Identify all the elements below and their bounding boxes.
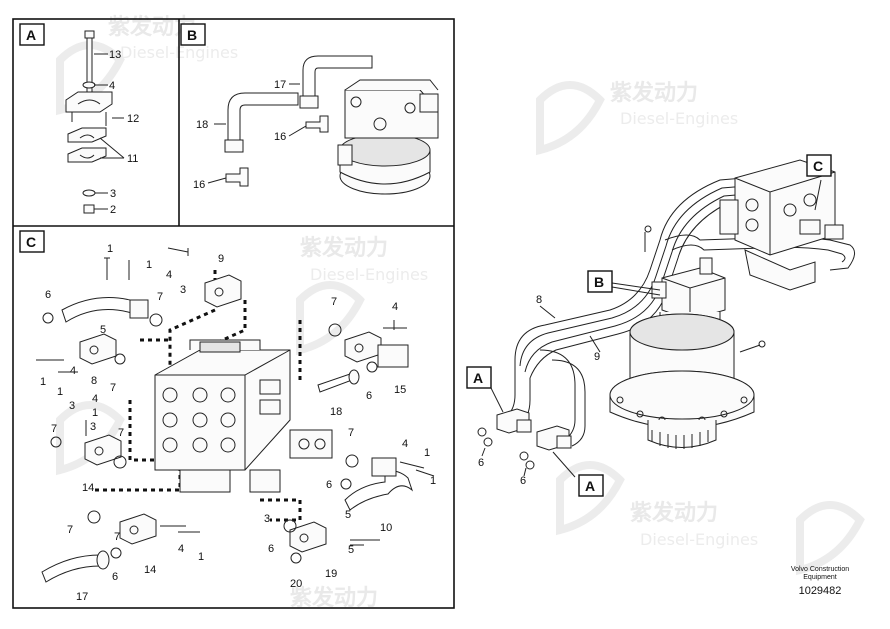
svg-text:A: A (585, 478, 595, 494)
part-number-label: 6 (268, 543, 274, 555)
part-number-label: 16 (193, 179, 205, 191)
part-number-label: 1 (40, 376, 46, 388)
part-number-label: 17 (274, 79, 286, 91)
watermark-text-cn: 紫发动力 (290, 585, 378, 611)
footer-line1: Volvo Construction (790, 566, 850, 573)
panel-a-drawing (65, 30, 125, 214)
svg-text:A: A (473, 370, 483, 386)
detail-frame (12, 18, 455, 609)
part-number-label: 4 (92, 393, 98, 405)
part-number-label: 6 (45, 289, 51, 301)
watermark-text-cn: 紫发动力 (610, 80, 698, 106)
part-number-label: 1 (424, 447, 430, 459)
part-number-label: 8 (536, 294, 542, 306)
part-number-label: 4 (178, 543, 184, 555)
callout-c: C (806, 154, 832, 177)
part-number-label: 15 (394, 384, 406, 396)
part-number-label: 7 (331, 296, 337, 308)
watermark-text-cn: 紫发动力 (300, 235, 388, 261)
part-number-label: 6 (326, 479, 332, 491)
watermark: 紫发动力 Diesel-Engines 紫发动力 Diesel-Engines … (56, 14, 865, 611)
part-number-label: 17 (76, 591, 88, 603)
part-number-label: 7 (51, 423, 57, 435)
part-number-label: 3 (110, 188, 116, 200)
part-number-label: 3 (180, 284, 186, 296)
part-number-label: 7 (348, 427, 354, 439)
panel-label-b: B (180, 23, 206, 46)
part-number-label: 12 (127, 113, 139, 125)
svg-text:B: B (187, 27, 197, 43)
part-number-label: 3 (69, 400, 75, 412)
part-number-label: 7 (67, 524, 73, 536)
part-number-label: 4 (166, 269, 172, 281)
part-number-label: 7 (157, 291, 163, 303)
watermark-text-cn: 紫发动力 (630, 500, 718, 526)
part-number-label: 7 (118, 427, 124, 439)
callout-a: A (578, 474, 604, 497)
panel-b-drawing (207, 55, 439, 195)
part-number-label: 18 (196, 119, 208, 131)
footer-credit: Volvo Construction Equipment (782, 566, 858, 582)
part-number-label: 3 (90, 421, 96, 433)
part-number-label: 11 (127, 153, 138, 165)
part-number-label: 4 (402, 438, 408, 450)
part-number-label: 14 (144, 564, 156, 576)
watermark-text-en: Diesel-Engines (310, 265, 428, 284)
part-number-label: 1 (107, 243, 113, 255)
part-number-label: 6 (112, 571, 118, 583)
svg-text:B: B (594, 274, 604, 290)
diagram-number: 1029482 (798, 585, 842, 597)
part-number-label: 20 (290, 578, 302, 590)
part-number-label: 7 (110, 382, 116, 394)
callout-a: A (466, 366, 492, 389)
panel-label-a: A (19, 23, 45, 46)
part-number-label: 18 (330, 406, 342, 418)
part-number-label: 6 (366, 390, 372, 402)
part-number-label: 5 (100, 324, 106, 336)
part-number-label: 7 (114, 531, 120, 543)
svg-text:C: C (26, 234, 36, 250)
part-number-label: 1 (92, 407, 98, 419)
watermark-text-en: Diesel-Engines (640, 530, 758, 549)
part-number-label: 14 (82, 482, 94, 494)
part-number-label: 8 (91, 375, 97, 387)
part-number-label: 19 (325, 568, 337, 580)
part-number-label: 9 (218, 253, 224, 265)
watermark-text-en: Diesel-Engines (620, 109, 738, 128)
part-number-label: 1 (146, 259, 152, 271)
part-number-label: 16 (274, 131, 286, 143)
panel-c-drawing (36, 247, 435, 583)
callout-b: B (587, 270, 613, 293)
part-number-label: 4 (392, 301, 398, 313)
part-number-label: 3 (264, 513, 270, 525)
part-number-label: 6 (478, 457, 484, 469)
part-number-label: 1 (430, 475, 436, 487)
part-number-label: 6 (520, 475, 526, 487)
part-number-label: 2 (110, 204, 116, 216)
svg-text:A: A (26, 27, 36, 43)
part-number-label: 13 (109, 49, 121, 61)
footer-line2: Equipment (803, 574, 837, 581)
part-number-label: 1 (57, 386, 63, 398)
part-number-label: 9 (594, 351, 600, 363)
part-number-label: 5 (345, 509, 351, 521)
svg-text:C: C (813, 158, 823, 174)
part-number-label: 5 (348, 544, 354, 556)
part-number-label: 4 (109, 80, 115, 92)
part-number-label: 4 (70, 365, 76, 377)
panel-label-c: C (19, 230, 45, 253)
main-assembly-drawing (477, 159, 855, 478)
part-number-label: 1 (198, 551, 204, 563)
part-number-label: 10 (380, 522, 392, 534)
